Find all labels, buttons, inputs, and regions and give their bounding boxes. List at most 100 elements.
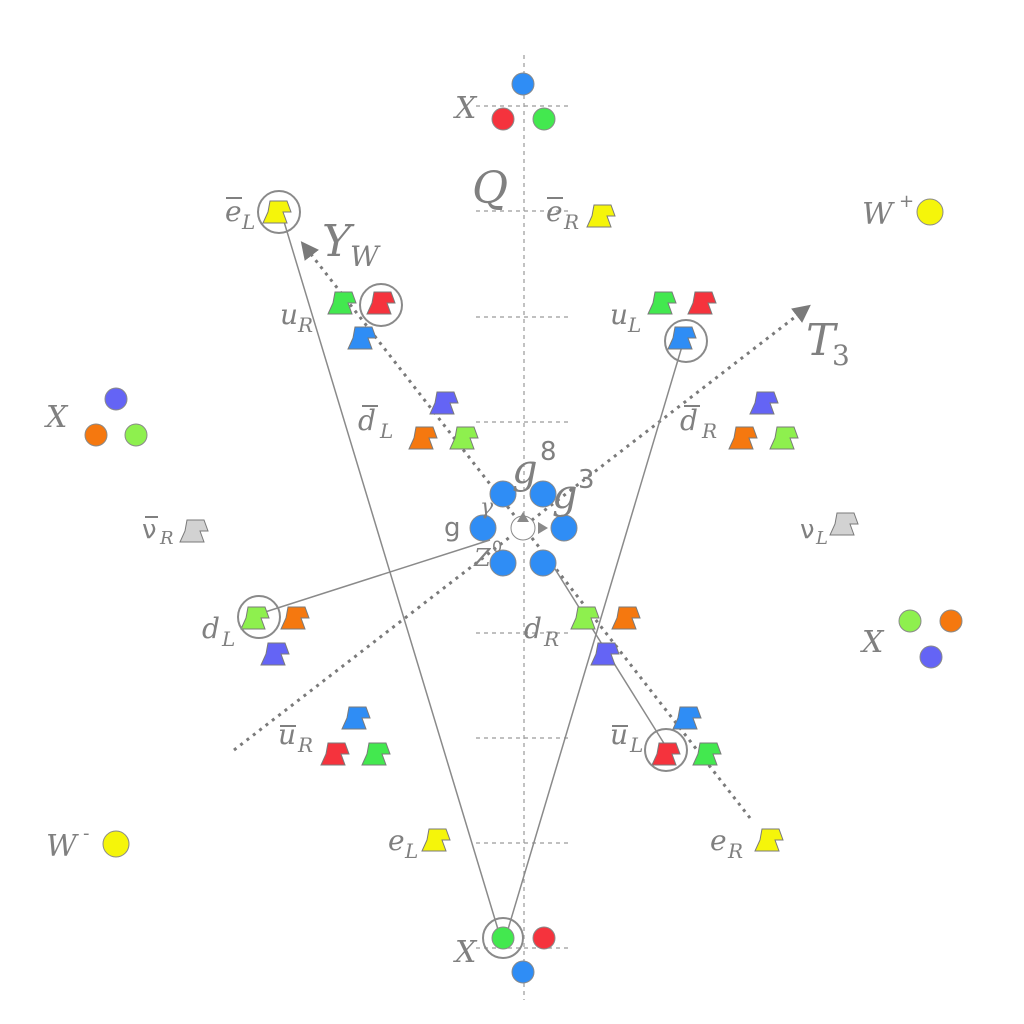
w-plus-dot: [916, 198, 944, 226]
w-minus-dot: [102, 830, 130, 858]
selection-ring: [359, 283, 403, 327]
label-main: d: [524, 612, 542, 645]
selection-ring: [237, 595, 281, 639]
label-e-bar-l: e L: [225, 195, 255, 234]
label-d-bar-l: d L: [358, 404, 393, 443]
gluon-dot: [489, 480, 517, 508]
x-label-left: X: [44, 400, 69, 435]
label-sub: R: [727, 839, 743, 863]
fermion-flag-u-bar-r: [341, 706, 371, 730]
label-main: ν: [142, 515, 157, 545]
label-main: e: [225, 195, 242, 228]
center-arrow-right: [538, 522, 548, 534]
label-sub: R: [159, 528, 174, 549]
gluon-label-sup: 8: [540, 437, 557, 467]
connector-line: [261, 539, 491, 614]
selection-ring: [644, 728, 688, 772]
label-d-r: d R: [524, 612, 559, 651]
fermion-flag-e-bar-l: [262, 200, 292, 224]
x-dot: [511, 72, 535, 96]
fermion-flag-d-bar-l: [408, 426, 438, 450]
axis-label-yw-sub: W: [350, 240, 381, 273]
label-main: e: [710, 824, 727, 857]
selection-ring: [482, 917, 524, 959]
axis-label-yw: Y W: [322, 216, 381, 273]
gluon-dot: [529, 480, 557, 508]
x-boson-bottom: X: [453, 917, 556, 984]
label-sub: L: [629, 733, 643, 757]
label-sub: L: [815, 528, 828, 549]
fermion-flag-u-r: [366, 291, 396, 315]
fermion-flag-d-r: [590, 642, 620, 666]
w-minus-label-sup: -: [83, 823, 90, 844]
connector-line: [281, 214, 501, 937]
label-main: d: [358, 404, 376, 437]
w-minus-boson: W -: [46, 823, 130, 864]
fermion-labels: e L e R u R u L d L d R ν R: [142, 195, 828, 863]
x-boson-right: X: [860, 609, 963, 669]
fermion-flag-e-r: [754, 828, 784, 852]
label-main: ν: [800, 515, 815, 545]
axis-label-t3-main: T: [806, 315, 839, 366]
axis-label-q: Q: [472, 163, 508, 214]
label-u-bar-r: u R: [278, 718, 313, 757]
gluon3-label-sup: 3: [578, 465, 595, 495]
fermion-flag-u-r: [347, 326, 377, 350]
axis-label-t3: T 3: [806, 315, 850, 372]
selection-ring: [257, 190, 301, 234]
label-sub: L: [627, 313, 641, 337]
x-dot: [939, 609, 963, 633]
x-dot: [919, 645, 943, 669]
gluon-dot: [469, 514, 497, 542]
z-label-main: Z: [473, 544, 492, 572]
fermion-flag-d-r: [611, 606, 641, 630]
label-e-bar-r: e R: [546, 195, 579, 234]
label-u-bar-l: u L: [610, 718, 643, 757]
label-sub: L: [241, 210, 255, 234]
x-label-bottom: X: [453, 935, 478, 970]
gluon-dot: [529, 549, 557, 577]
x-boson-top: X: [453, 72, 556, 131]
gluon-label-main: g: [512, 447, 538, 493]
label-d-bar-r: d R: [680, 404, 717, 443]
label-main: d: [202, 612, 220, 645]
x-dot: [491, 926, 515, 950]
gamma-label: γ: [480, 495, 494, 520]
fermion-flag-u-bar-r: [320, 742, 350, 766]
label-sub: R: [297, 733, 313, 757]
fermion-flag-u-bar-l: [672, 706, 702, 730]
label-main: d: [680, 404, 698, 437]
label-main: u: [280, 298, 298, 331]
w-plus-boson: W +: [862, 191, 944, 232]
fermion-flag-u-l: [667, 326, 697, 350]
gluon3-label-main: g: [552, 472, 578, 518]
fermion-flag-u-bar-l: [692, 742, 722, 766]
fermion-flag-d-bar-r: [769, 426, 799, 450]
fermion-flag-d-l: [280, 606, 310, 630]
label-sub: L: [404, 839, 418, 863]
fermion-flag-e-l: [421, 828, 451, 852]
label-main: u: [610, 298, 628, 331]
label-d-l: d L: [202, 612, 235, 651]
label-sub: L: [221, 627, 235, 651]
gluon-label: g: [444, 513, 461, 543]
fermion-flag-d-bar-r: [728, 426, 758, 450]
selection-ring: [664, 319, 708, 363]
label-u-r: u R: [280, 298, 313, 337]
fermion-flag-d-r: [570, 606, 600, 630]
center-arrow-up: [517, 512, 529, 522]
label-e-r: e R: [710, 824, 743, 863]
label-main: e: [388, 824, 405, 857]
axis-label-yw-main: Y: [322, 216, 355, 267]
fermion-flag-e-bar-r: [586, 204, 616, 228]
x-label-top: X: [453, 91, 478, 126]
label-nu-l: ν L: [800, 515, 828, 549]
connector-line: [505, 342, 684, 937]
charge-level-guides: [476, 105, 572, 949]
x-dot: [491, 107, 515, 131]
x-label-right: X: [860, 625, 885, 660]
label-sub: R: [543, 627, 559, 651]
fermion-flag-d-bar-l: [449, 426, 479, 450]
w-plus-label-main: W: [862, 197, 895, 232]
